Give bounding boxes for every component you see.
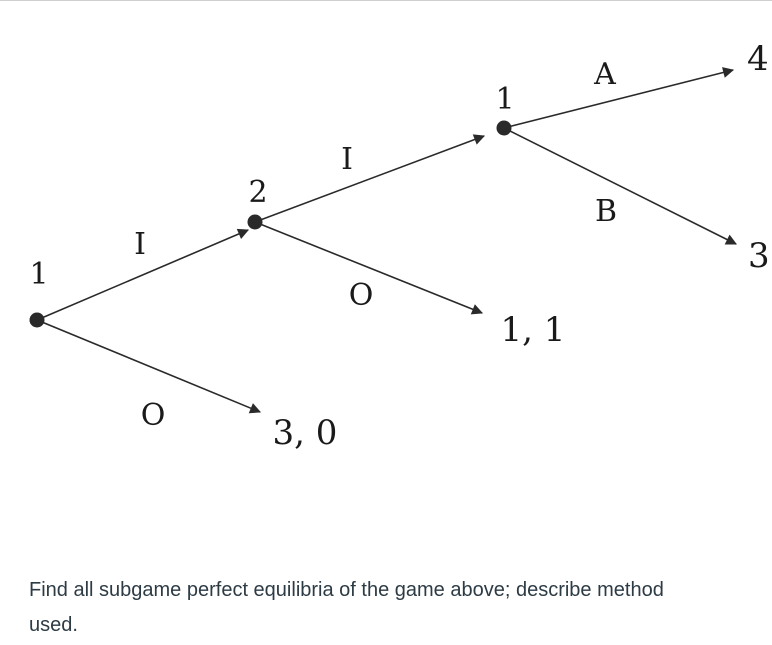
edge-n2-i — [254, 134, 486, 223]
decision-node-2 — [247, 214, 263, 230]
edge-n3-a — [503, 67, 735, 129]
action-label-n3-b: B — [595, 194, 617, 229]
question-line-1: Find all subgame perfect equilibria of t… — [29, 579, 664, 601]
top-divider — [0, 0, 772, 1]
decision-node-3 — [496, 120, 512, 136]
game-tree-diagram: 1 2 1 I O I O A B 3, 0 1, 1 4 3 — [29, 39, 770, 453]
player-label-node-3: 1 — [495, 82, 514, 117]
action-label-n2-i: I — [341, 142, 353, 177]
edge-n3-b — [503, 127, 737, 245]
question-text: Find all subgame perfect equilibria of t… — [29, 573, 772, 643]
payoff-after-o: 3, 0 — [273, 413, 338, 453]
action-label-n1-o: O — [141, 398, 166, 433]
action-label-n2-o: O — [349, 278, 374, 313]
action-label-n1-i: I — [134, 227, 146, 262]
edge-n1-o — [36, 319, 262, 414]
edge-n1-i — [36, 228, 250, 321]
payoff-after-i-i-a: 4 — [747, 39, 769, 79]
payoff-after-i-i-b: 3 — [748, 236, 770, 276]
action-label-n3-a: A — [593, 57, 616, 92]
decision-node-1 — [29, 312, 45, 328]
payoff-after-i-o: 1, 1 — [501, 310, 566, 350]
player-label-node-2: 2 — [248, 175, 267, 210]
player-label-node-1: 1 — [29, 257, 48, 292]
question-line-2: used. — [29, 614, 78, 636]
edge-n2-o — [254, 221, 484, 315]
